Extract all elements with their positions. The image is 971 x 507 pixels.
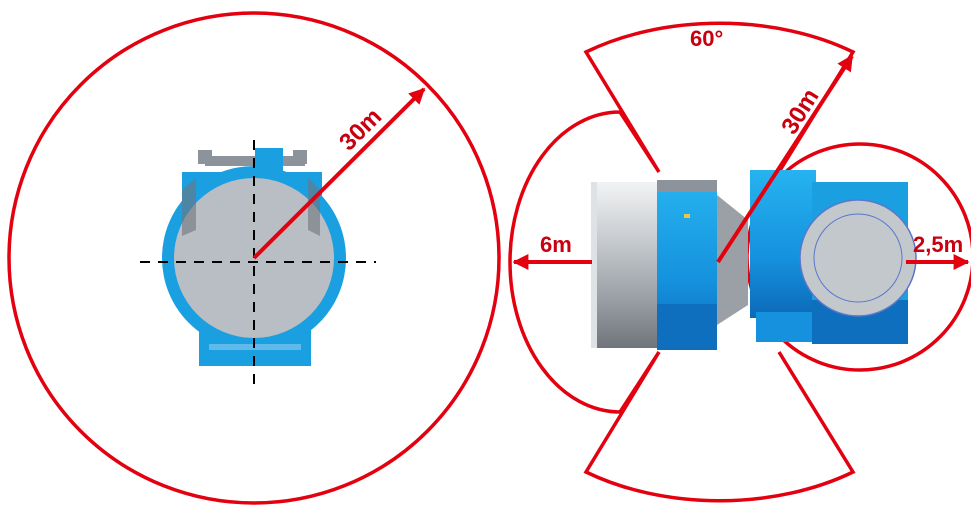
right-view: 60° 30m 6m 2,5m: [508, 21, 971, 503]
left-danger-circle: [7, 11, 501, 505]
end-distance-label: 2,5m: [913, 232, 963, 257]
left-radius-arrow: [252, 87, 426, 260]
left-radius-label: 30m: [334, 103, 387, 156]
machine-side-view: [591, 170, 917, 350]
end-flange: [799, 199, 917, 317]
right-radius-arrow: [716, 54, 854, 264]
side-distance-label: 6m: [540, 232, 572, 257]
right-danger-zone-outline: [508, 21, 856, 503]
sector-angle-label: 60°: [690, 26, 723, 51]
left-view: 30m: [7, 11, 501, 505]
